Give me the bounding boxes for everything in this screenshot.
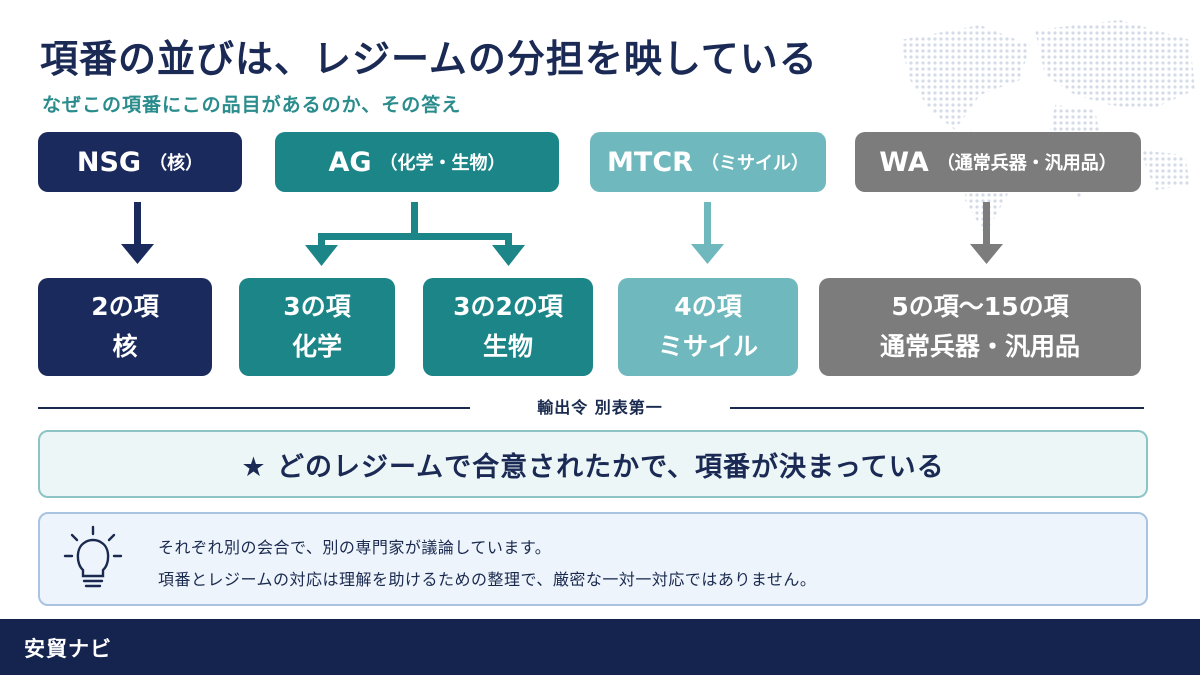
item-category: 生物 [482, 332, 533, 361]
conclusion-banner: ★ どのレジームで合意されたかで、項番が決まっている [38, 430, 1148, 498]
regime-mtcr: MTCR （ミサイル） [590, 132, 826, 192]
item-number: 4の項 [674, 292, 742, 321]
item-category: 化学 [291, 332, 342, 361]
regime-abbr: MTCR [607, 146, 693, 178]
item-number: 2の項 [91, 292, 159, 321]
regime-ag: AG （化学・生物） [275, 132, 559, 192]
regime-desc: （通常兵器・汎用品） [936, 153, 1117, 174]
regime-abbr: WA [879, 146, 929, 178]
regime-desc: （ミサイル） [700, 153, 809, 174]
footer-bar: 安貿ナビ [0, 619, 1200, 675]
regime-nsg: NSG （核） [38, 132, 242, 192]
note-line-1: それぞれ別の会合で、別の専門家が議論しています。 [158, 538, 552, 557]
item-box-5-15: 5の項〜15の項 通常兵器・汎用品 [819, 278, 1141, 376]
lightbulb-icon [63, 525, 123, 588]
regime-desc: （核） [149, 153, 204, 174]
regime-desc: （化学・生物） [379, 153, 506, 174]
item-number: 5の項〜15の項 [891, 292, 1069, 321]
regime-wa: WA （通常兵器・汎用品） [855, 132, 1141, 192]
item-number: 3の2の項 [453, 292, 563, 321]
page-subtitle: なぜこの項番にこの品目があるのか、その答え [42, 94, 462, 116]
item-box-4: 4の項 ミサイル [618, 278, 798, 376]
item-box-3-2: 3の2の項 生物 [423, 278, 593, 376]
world-map-decoration [900, 20, 1195, 235]
arrow-ag-split [305, 202, 525, 266]
item-category: 核 [112, 332, 138, 361]
regime-abbr: AG [328, 146, 372, 178]
note-box: それぞれ別の会合で、別の専門家が議論しています。 項番とレジームの対応は理解を助… [38, 512, 1148, 606]
page-title: 項番の並びは、レジームの分担を映している [40, 37, 818, 81]
item-box-3: 3の項 化学 [239, 278, 395, 376]
arrow-mtcr [691, 202, 724, 264]
divider-label: 輸出令 別表第一 [470, 394, 730, 422]
item-category: ミサイル [657, 332, 758, 361]
item-category: 通常兵器・汎用品 [879, 332, 1080, 361]
regime-abbr: NSG [76, 146, 142, 178]
arrow-nsg [121, 202, 154, 264]
note-line-2: 項番とレジームの対応は理解を助けるための整理で、厳密な一対一対応ではありません。 [158, 570, 817, 589]
item-box-2: 2の項 核 [38, 278, 212, 376]
brand-logo: 安貿ナビ [24, 637, 112, 661]
item-number: 3の項 [283, 292, 351, 321]
